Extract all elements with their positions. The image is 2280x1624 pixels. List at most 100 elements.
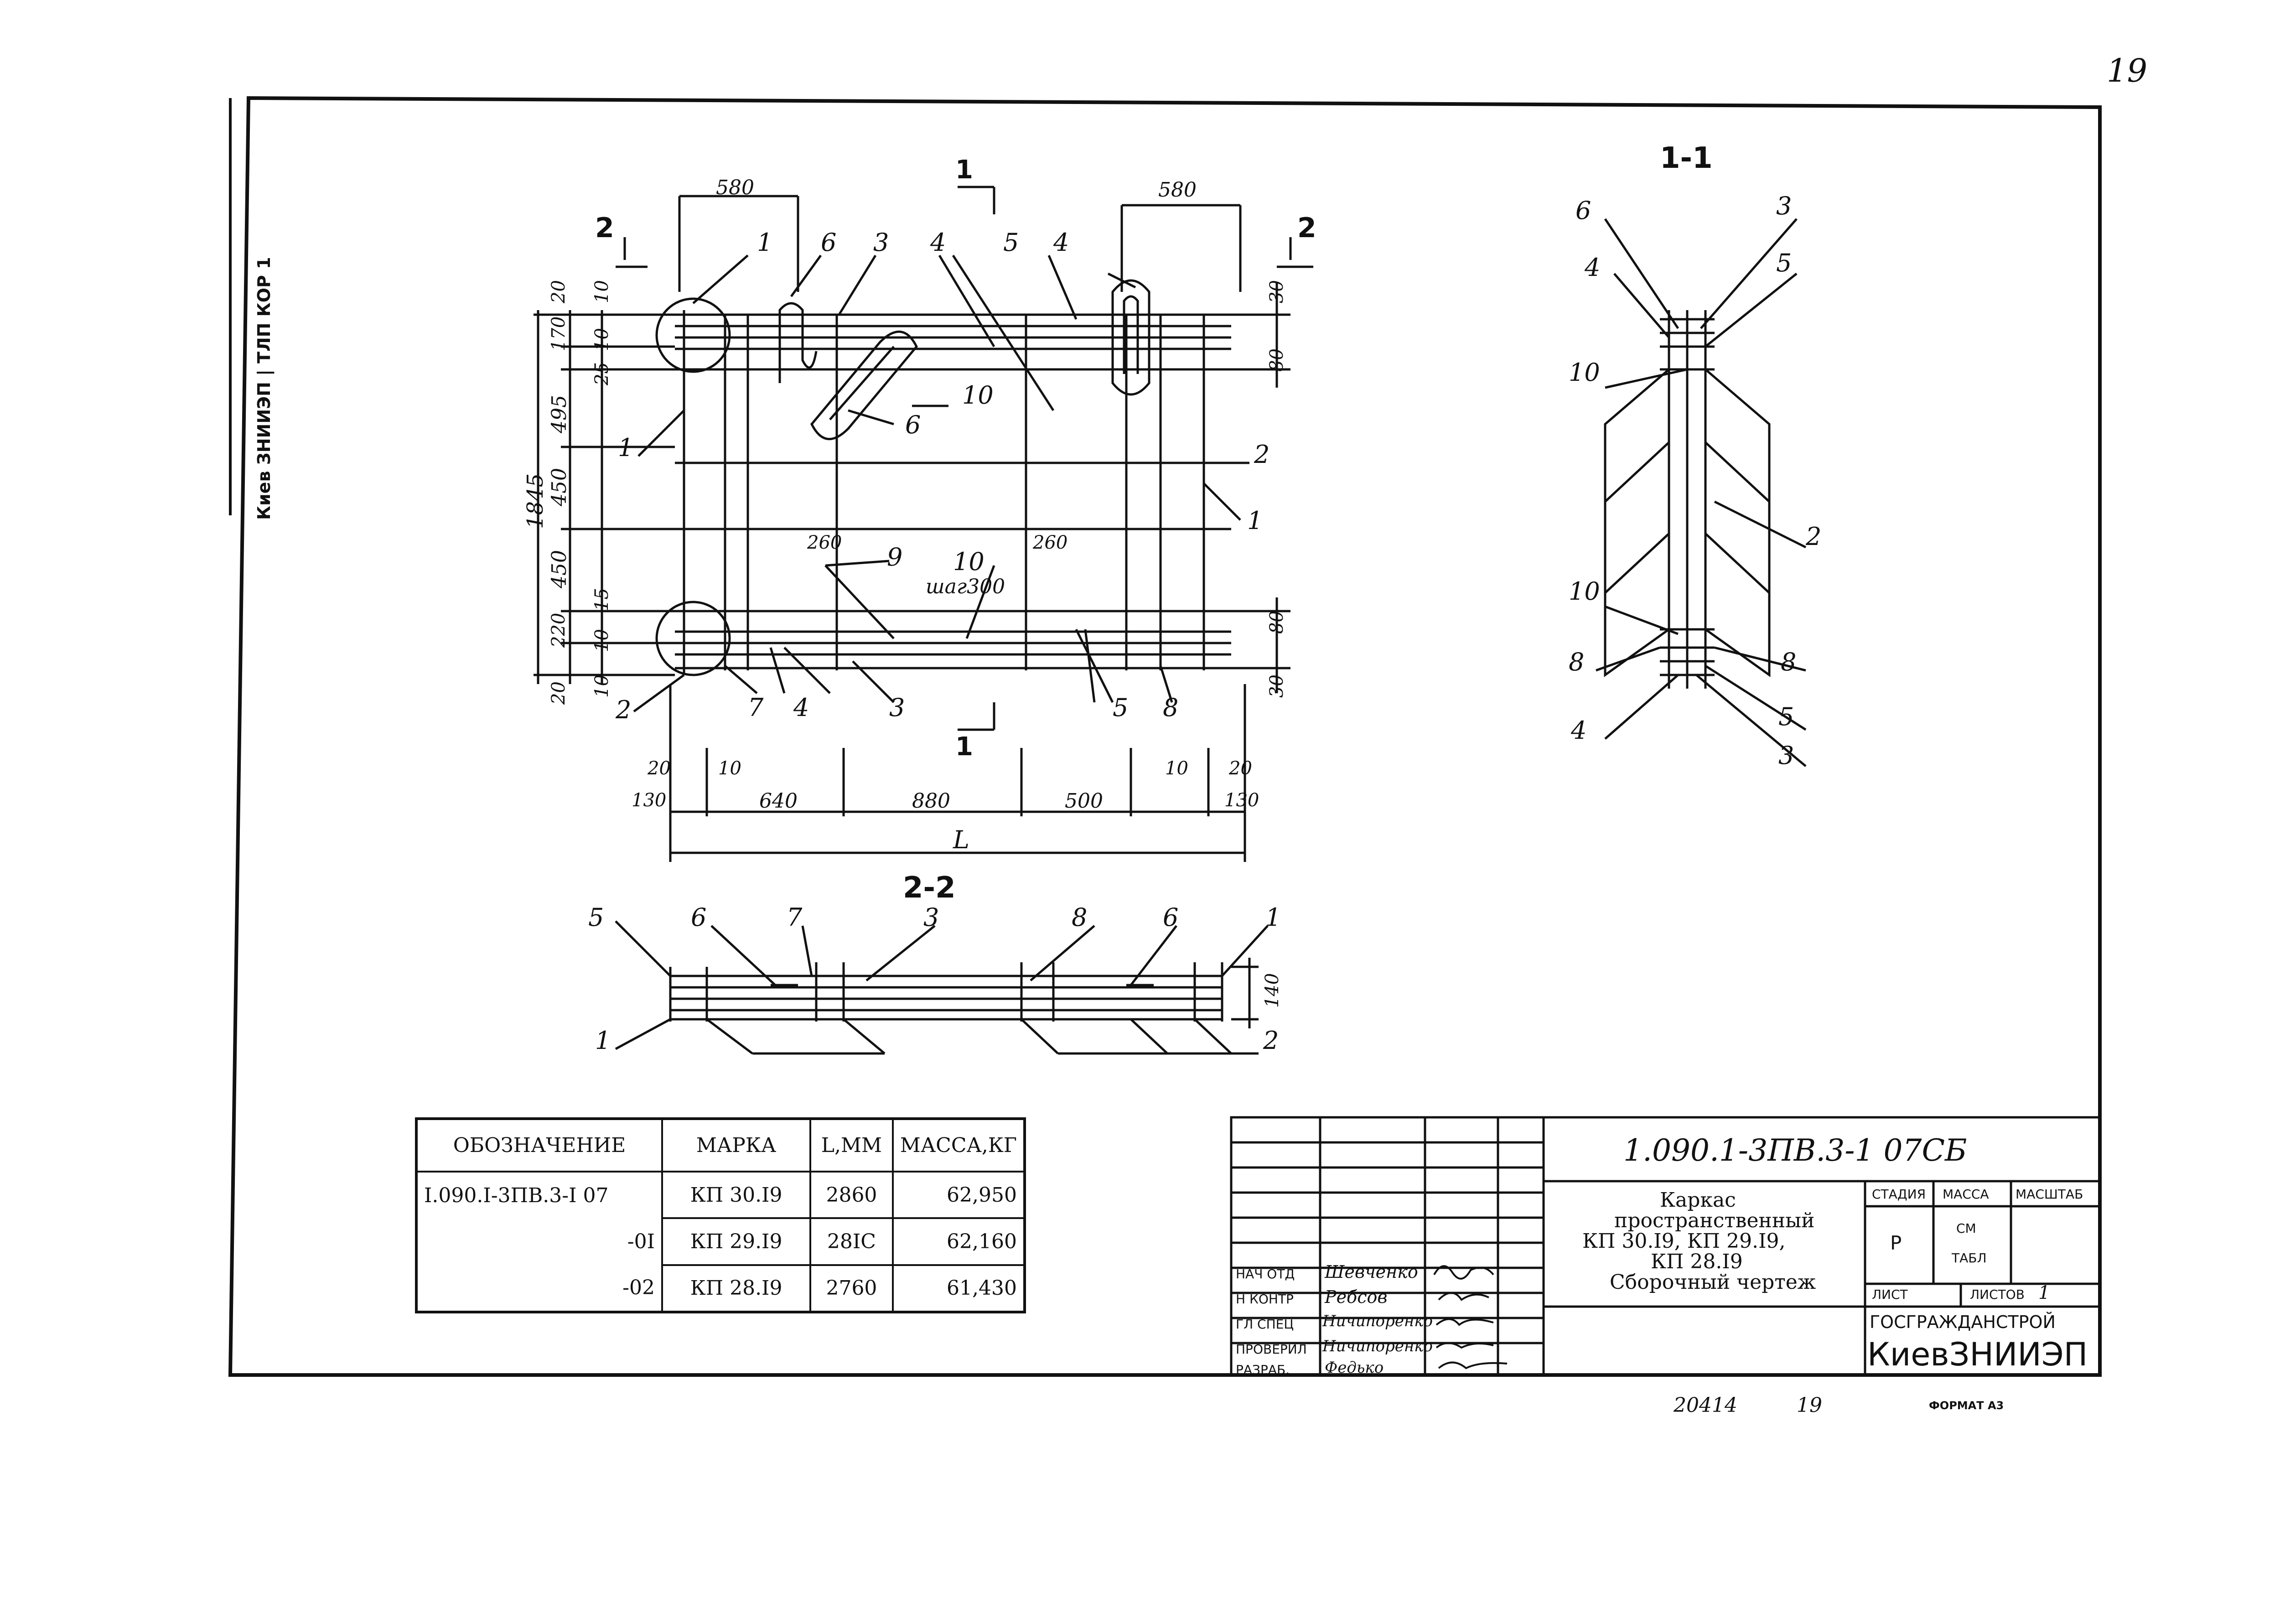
s22-callout-8: 8 (1072, 903, 1088, 932)
dim-bottom-20-left: 20 (648, 758, 671, 779)
role-developed: РАЗРАБ. (1236, 1362, 1290, 1377)
row-length: 2860 (809, 1171, 894, 1219)
cut-mark-2-right: 2 (1297, 212, 1316, 244)
name-developed: Федько (1325, 1359, 1384, 1377)
table-row: -0I КП 29.I9 28IC 62,160 (415, 1217, 1026, 1266)
section-2-2-view (615, 920, 1269, 1055)
plan-callout-3b: 3 (889, 693, 905, 722)
section-1-1-title: 1-1 (1660, 141, 1713, 175)
row-designation: -02 (415, 1265, 663, 1313)
dim-bottom-880: 880 (912, 789, 950, 813)
s11-callout-2: 2 (1806, 522, 1822, 551)
dim-bottom-10-left: 10 (718, 758, 741, 779)
row-mark: КП 30.I9 (661, 1171, 812, 1219)
s11-callout-8b: 8 (1781, 648, 1797, 676)
row-length: 28IC (809, 1217, 894, 1266)
cut-mark-1-top: 1 (955, 155, 973, 185)
dim-bottom-130-left: 130 (632, 790, 667, 811)
plan-callout-4c: 4 (793, 693, 809, 722)
header-mark: МАРКА (661, 1117, 812, 1173)
document-code: 1.090.1-3ПВ.3-1 07СБ (1623, 1133, 1967, 1168)
plan-callout-5b: 5 (1113, 693, 1129, 722)
title-line-5: Сборочный чертеж (1610, 1271, 1816, 1294)
section-2-2-title: 2-2 (903, 871, 956, 905)
s11-callout-3b: 3 (1778, 741, 1794, 770)
name-norm-control: Ребсов (1325, 1287, 1388, 1307)
margin-stamp: Киев ЗНИИЭП | ТЛП КОР 1 (254, 257, 274, 520)
role-checked: ПРОВЕРИЛ (1236, 1342, 1307, 1357)
dim-bottom-640: 640 (759, 789, 798, 813)
s22-callout-7: 7 (787, 903, 803, 932)
row-mark: КП 28.I9 (661, 1264, 812, 1313)
table-row: I.090.I-3ПВ.3-I 07 КП 30.I9 2860 62,950 (415, 1171, 1026, 1219)
cut-mark-2-left: 2 (595, 212, 614, 244)
plan-callout-10b: 10 (953, 547, 985, 576)
s11-callout-3a: 3 (1776, 192, 1792, 220)
s22-callout-5: 5 (588, 903, 604, 932)
dim-left-450b: 450 (548, 550, 571, 588)
stage-value: Р (1890, 1232, 1902, 1254)
dim-left-495: 495 (548, 395, 571, 433)
plan-callout-3a: 3 (873, 228, 889, 257)
sheet-label: ЛИСТ (1872, 1287, 1908, 1302)
dim-left-450a: 450 (548, 468, 571, 506)
plan-callout-1a: 1 (757, 228, 773, 257)
s11-callout-4b: 4 (1571, 716, 1587, 745)
plan-callout-6a: 6 (821, 228, 837, 257)
s11-callout-10a: 10 (1569, 358, 1600, 387)
footer-inventory: 20414 (1674, 1394, 1737, 1417)
header-length: L,ММ (809, 1117, 894, 1173)
dim-bottom-130-right: 130 (1224, 790, 1259, 811)
dim-right-30b: 30 (1266, 675, 1287, 698)
footer-sheet: 19 (1797, 1394, 1822, 1417)
mass-label: МАССА (1943, 1187, 1989, 1202)
dim-inner-260-right: 260 (1033, 532, 1068, 553)
header-mass: МАССА,КГ (891, 1117, 1026, 1173)
title-block-grid (1230, 1116, 2101, 1376)
organization-ministry: ГОСГРАЖДАНСТРОЙ (1870, 1312, 2056, 1332)
dim-left-10c: 10 (591, 629, 612, 652)
title-line-4: КП 28.I9 (1651, 1250, 1743, 1273)
row-mass: 61,430 (891, 1264, 1026, 1313)
mass-value-2: ТАБЛ (1952, 1250, 1987, 1266)
plan-callout-8: 8 (1163, 693, 1179, 722)
s11-callout-6: 6 (1575, 196, 1591, 225)
plan-callout-9: 9 (887, 543, 903, 571)
role-chief-specialist: ГЛ СПЕЦ (1236, 1317, 1294, 1332)
plan-callout-5a: 5 (1003, 228, 1019, 257)
dim-inner-260-left: 260 (807, 532, 842, 553)
specification-table: ОБОЗНАЧЕНИЕ МАРКА L,ММ МАССА,КГ I.090.I-… (415, 1117, 1026, 1313)
s22-callout-2: 2 (1263, 1026, 1279, 1055)
dim-left-20a: 20 (548, 280, 569, 303)
plan-callout-10a: 10 (962, 381, 994, 410)
s22-callout-3: 3 (923, 903, 939, 932)
dim-overall-L: L (953, 825, 969, 854)
name-head-dept: Шевченко (1325, 1262, 1418, 1282)
plan-callout-2a: 2 (1254, 440, 1270, 469)
row-mass: 62,160 (891, 1217, 1026, 1266)
dim-left-20b: 20 (548, 681, 569, 705)
mass-value-1: СМ (1956, 1221, 1976, 1236)
row-length: 2760 (809, 1264, 894, 1313)
signatures (1433, 1265, 1508, 1370)
title-line-1: Каркас (1660, 1188, 1736, 1212)
dim-bottom-20-right: 20 (1229, 758, 1252, 779)
organization-institute: КиевЗНИИЭП (1867, 1336, 2088, 1373)
table-header-row: ОБОЗНАЧЕНИЕ МАРКА L,ММ МАССА,КГ (415, 1117, 1026, 1173)
dim-top-right: 580 (1158, 178, 1197, 202)
dim-bottom-10-right: 10 (1165, 758, 1188, 779)
dim-right-80b: 80 (1266, 611, 1287, 634)
cut-mark-1-bottom: 1 (955, 732, 973, 762)
dim-left-25: 25 (591, 362, 612, 385)
stage-label: СТАДИЯ (1872, 1187, 1926, 1202)
row-mark: КП 29.I9 (661, 1217, 812, 1266)
dim-left-10d: 10 (591, 675, 612, 698)
footer-format: ФОРМАТ А3 (1929, 1399, 2004, 1412)
dim-elevation-140: 140 (1262, 973, 1283, 1008)
name-chief-specialist: Ничипоренко (1322, 1312, 1433, 1330)
s22-callout-1b: 1 (595, 1026, 611, 1055)
s11-callout-10b: 10 (1569, 577, 1600, 606)
header-designation: ОБОЗНАЧЕНИЕ (415, 1117, 663, 1173)
dim-left-10b: 10 (591, 328, 612, 351)
